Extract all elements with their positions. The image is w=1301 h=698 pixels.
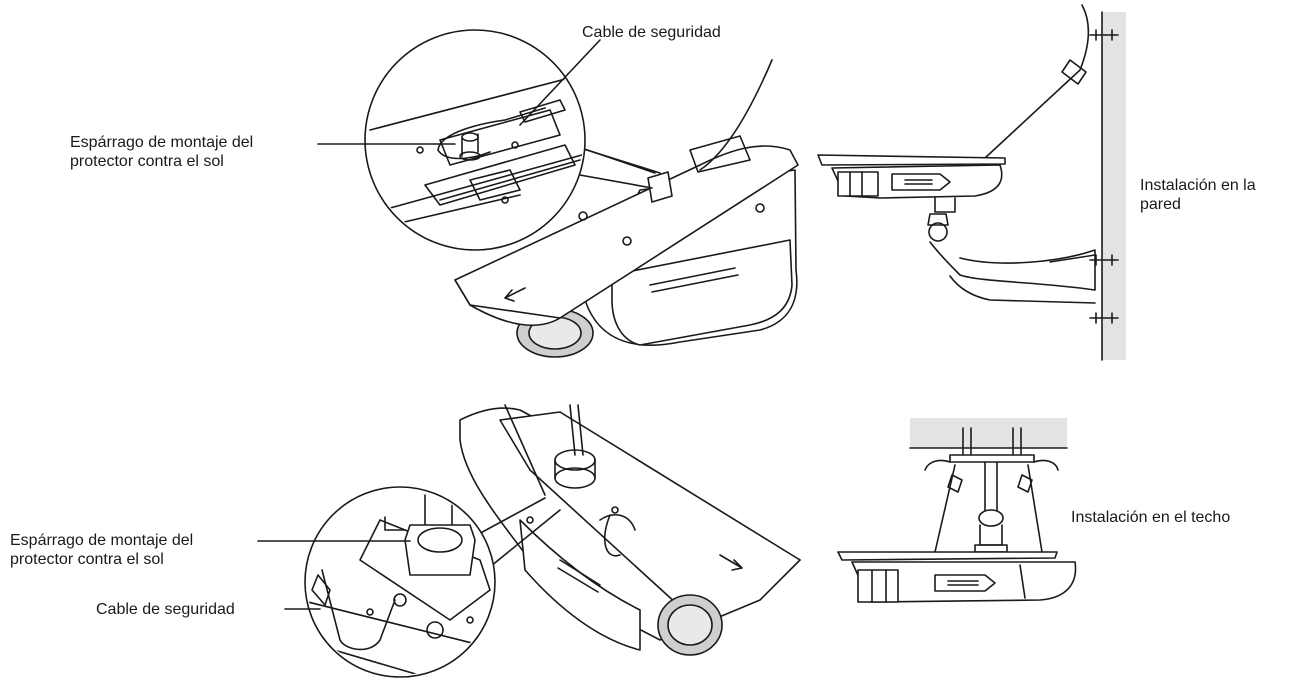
magnifier-bottom <box>304 486 496 678</box>
leader-safety-cable-top <box>519 39 601 126</box>
label-stud-top-line2: protector contra el sol <box>70 153 224 170</box>
camera-bottom-left <box>439 404 801 656</box>
label-ceiling-install: Instalación en el techo <box>1071 508 1230 527</box>
label-safety-cable-top-text: Cable de seguridad <box>582 24 721 41</box>
label-stud-bottom-line1: Espárrago de montaje del <box>10 532 194 549</box>
label-stud-bottom: Espárrago de montaje del protector contr… <box>10 531 193 569</box>
label-wall-install-line2: pared <box>1140 196 1181 213</box>
sun-shield-top-left <box>454 145 799 327</box>
wall <box>1102 12 1126 360</box>
label-safety-cable-bottom: Cable de seguridad <box>96 600 235 619</box>
ceiling <box>910 418 1067 448</box>
sun-shield-ceiling <box>837 551 1058 561</box>
label-safety-cable-top: Cable de seguridad <box>582 23 721 42</box>
camera-top-left <box>454 59 799 358</box>
label-stud-top: Espárrago de montaje del protector contr… <box>70 133 253 171</box>
wall-install-side-view <box>817 4 1126 361</box>
label-wall-install-line1: Instalación en la <box>1140 177 1256 194</box>
label-safety-cable-bottom-text: Cable de seguridad <box>96 601 235 618</box>
magnifier-top <box>364 29 586 251</box>
ceiling-install-side-view <box>837 418 1077 603</box>
sun-shield-wall <box>817 154 1006 166</box>
label-stud-bottom-line2: protector contra el sol <box>10 551 164 568</box>
label-ceiling-install-text: Instalación en el techo <box>1071 509 1231 526</box>
label-wall-install: Instalación en la pared <box>1140 176 1256 214</box>
label-stud-top-line1: Espárrago de montaje del <box>70 134 254 151</box>
